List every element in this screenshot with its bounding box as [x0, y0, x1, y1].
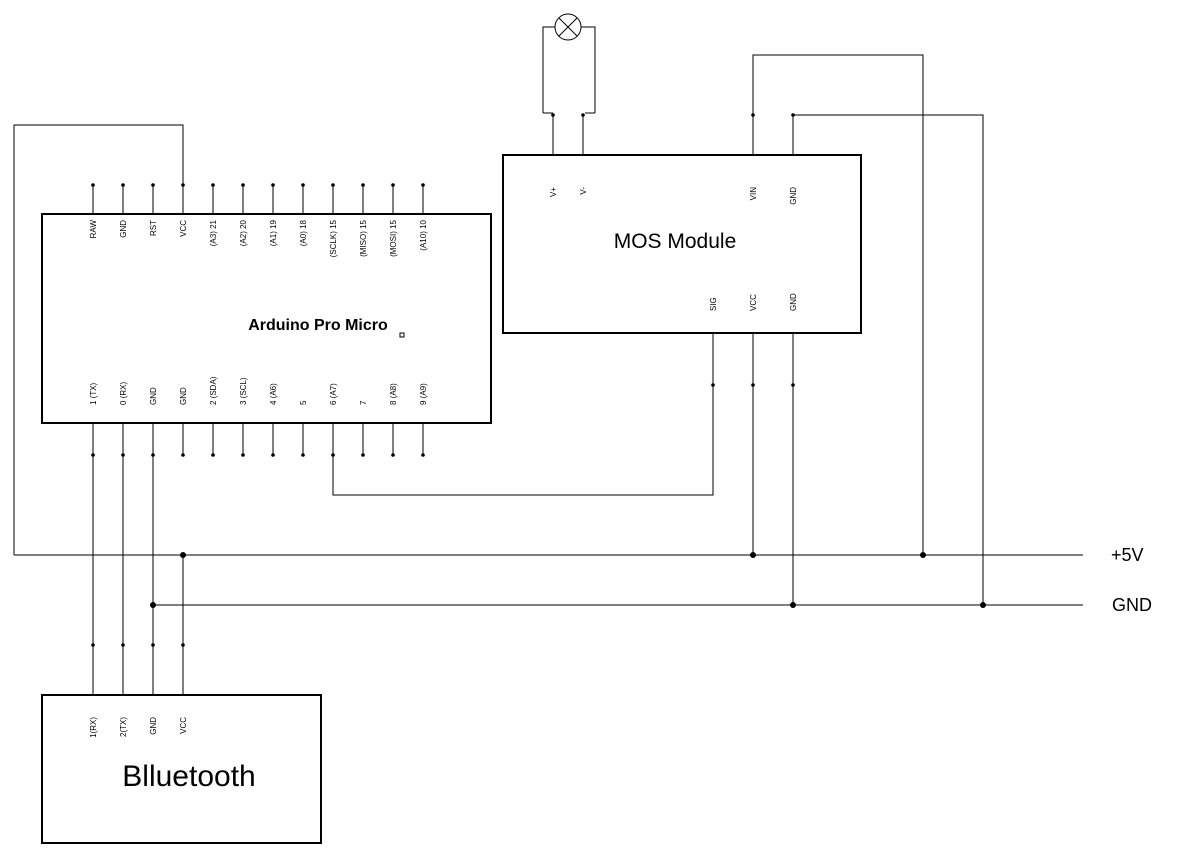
- arduino-pin-18: (A0) 18: [299, 219, 308, 246]
- arduino-pin-raw: RAW: [89, 220, 98, 239]
- mos-pin-vcc: VCC: [749, 294, 758, 311]
- wires: [13, 54, 1083, 645]
- arduino-pin-20: (A2) 20: [239, 219, 248, 246]
- bluetooth-body: [41, 694, 322, 844]
- arduino-pin-3-scl: 3 (SCL): [239, 377, 248, 405]
- arduino-body: [41, 213, 492, 424]
- mos-pin-vin: VIN: [749, 187, 758, 201]
- mos-top-pin-labels: V+ V- VIN GND: [549, 187, 798, 205]
- bluetooth-pin-rx: 1(RX): [89, 717, 98, 738]
- bluetooth-pin-tx: 2(TX): [119, 717, 128, 737]
- arduino-pin-6-a7: 6 (A7): [329, 383, 338, 405]
- arduino-pin-9-a9: 9 (A9): [419, 383, 428, 405]
- bluetooth-module: Blluetooth 1(RX) 2(TX) GND VCC: [41, 643, 322, 844]
- mos-pin-gnd-top: GND: [789, 187, 798, 205]
- mos-bottom-pin-leads: [711, 333, 795, 387]
- mos-pin-sig: SIG: [709, 297, 718, 311]
- arduino-pin-5: 5: [299, 400, 308, 405]
- arduino-pin-7: 7: [359, 400, 368, 405]
- arduino-pin-21: (A3) 21: [209, 219, 218, 246]
- bluetooth-pin-labels: 1(RX) 2(TX) GND VCC: [89, 717, 188, 738]
- arduino-bottom-pin-leads: [91, 423, 425, 457]
- arduino-pin-gnd-1: GND: [149, 387, 158, 405]
- arduino-pin-19: (A1) 19: [269, 219, 278, 246]
- arduino-pin-0-rx: 0 (RX): [119, 382, 128, 405]
- wire-mos-gnd-top: [793, 114, 984, 605]
- mos-pin-vplus: V+: [549, 187, 558, 197]
- arduino-pin-1-tx: 1 (TX): [89, 382, 98, 405]
- arduino-pin-miso: (MISO) 15: [359, 219, 368, 256]
- rail-label-gnd: GND: [1112, 595, 1152, 615]
- bluetooth-pin-gnd: GND: [149, 717, 158, 735]
- arduino-title: Arduino Pro Micro: [248, 317, 388, 334]
- mos-bottom-pin-labels: SIG VCC GND: [709, 293, 798, 311]
- wire-signal: [332, 385, 714, 496]
- arduino-pin-2-sda: 2 (SDA): [209, 376, 218, 405]
- arduino-pin-gnd-top: GND: [119, 220, 128, 238]
- lamp: [542, 13, 596, 114]
- arduino-pin-8-a8: 8 (A8): [389, 383, 398, 405]
- arduino-top-pin-leads: [91, 183, 425, 214]
- bluetooth-pin-vcc: VCC: [179, 717, 188, 734]
- arduino-pin-vcc: VCC: [179, 220, 188, 237]
- mos-title: MOS Module: [614, 230, 737, 253]
- mos-module: MOS Module V+ V- VIN GND SIG VCC GND: [502, 113, 862, 387]
- bluetooth-title: Blluetooth: [122, 760, 255, 793]
- arduino-pin-10: (A10) 10: [419, 219, 428, 250]
- wire-arduino-vcc: [13, 124, 184, 555]
- mos-pin-gnd-bottom: GND: [789, 293, 798, 311]
- arduino-pin-sclk: (SCLK) 15: [329, 219, 338, 257]
- arduino-pin-4-a6: 4 (A6): [269, 383, 278, 405]
- rail-label-plus5v: +5V: [1111, 545, 1144, 565]
- wire-mos-vin: [752, 54, 924, 555]
- arduino-top-pin-labels: RAW GND RST VCC (A3) 21 (A2) 20 (A1) 19 …: [89, 219, 428, 257]
- arduino-pin-gnd-2: GND: [179, 387, 188, 405]
- arduino-pin-rst: RST: [149, 220, 158, 236]
- mos-pin-vminus: V-: [579, 187, 588, 195]
- mos-body: [502, 154, 862, 334]
- bluetooth-pin-leads: [91, 643, 185, 695]
- lamp-icon: [554, 13, 582, 41]
- arduino-pin-mosi: (MOSI) 15: [389, 219, 398, 256]
- arduino-pro-micro: Arduino Pro Micro RAW GND RST VCC (A3) 2…: [41, 183, 492, 457]
- arduino-bottom-pin-labels: 1 (TX) 0 (RX) GND GND 2 (SDA) 3 (SCL) 4 …: [89, 376, 428, 405]
- mos-top-pin-leads: [551, 113, 795, 155]
